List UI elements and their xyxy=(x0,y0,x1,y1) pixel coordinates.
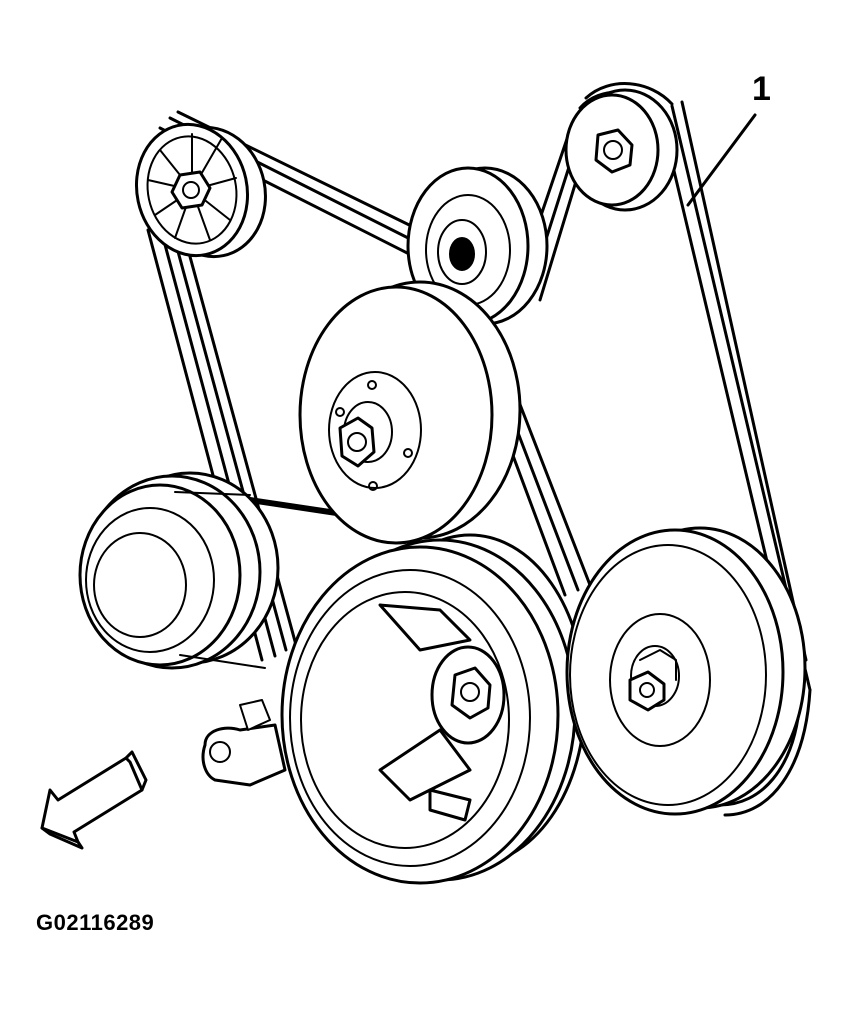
front-direction-arrow xyxy=(40,750,148,850)
power-steering-pulley xyxy=(565,526,807,816)
top-right-pulley xyxy=(564,88,679,212)
crankshaft-pulley xyxy=(280,533,587,885)
water-pump-pulley xyxy=(298,280,522,545)
callout-leader-line xyxy=(686,113,757,207)
tensioner-pulley xyxy=(134,122,267,259)
crank-bracket xyxy=(201,699,287,787)
compressor-pulley xyxy=(78,471,280,670)
callout-label-1: 1 xyxy=(752,70,771,108)
figure-id: G02116289 xyxy=(36,910,155,935)
idler-pulley xyxy=(406,166,549,326)
